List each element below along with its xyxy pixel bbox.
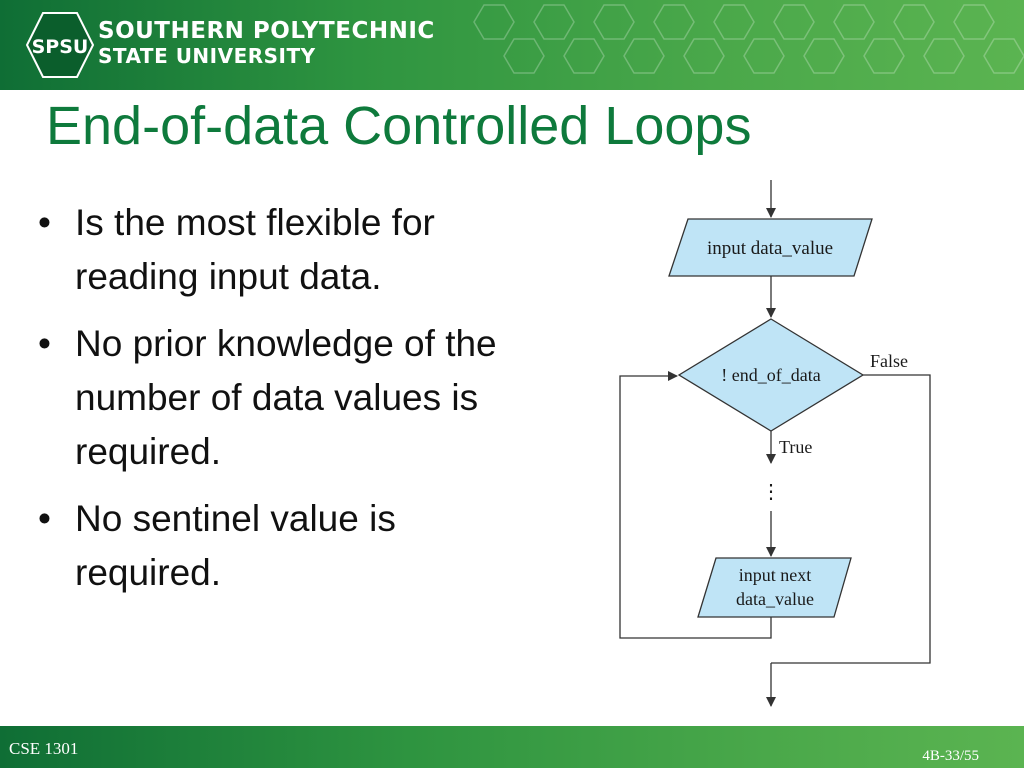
- bullet-item: • No sentinel value is required.: [36, 492, 536, 600]
- bullet-text: No sentinel value is required.: [75, 498, 396, 593]
- decision-label: ! end_of_data: [721, 365, 820, 385]
- bullet-text: No prior knowledge of the number of data…: [75, 323, 497, 472]
- bullet-dot-icon: •: [38, 202, 51, 243]
- logo-text: SPSU: [32, 36, 89, 58]
- loop-back-line: [619, 371, 772, 639]
- input-next-line2: data_value: [736, 589, 814, 609]
- hexagon-pattern: [473, 4, 1024, 74]
- input-next-line1: input next: [739, 565, 812, 585]
- bullet-list: • Is the most flexible for reading input…: [36, 196, 536, 613]
- bullet-item: • No prior knowledge of the number of da…: [36, 317, 536, 479]
- header-band: SPSU SOUTHERN POLYTECHNIC STATE UNIVERSI…: [0, 0, 1024, 90]
- university-name-line2: STATE UNIVERSITY: [98, 44, 316, 68]
- decision-diamond: ! end_of_data: [677, 318, 865, 432]
- bullet-dot-icon: •: [38, 323, 51, 364]
- university-name-line1: SOUTHERN POLYTECHNIC: [98, 18, 435, 44]
- spsu-logo: SPSU: [26, 12, 94, 78]
- input-data-label: input data_value: [707, 238, 833, 259]
- input-next-box: input next data_value: [697, 557, 852, 618]
- false-branch-line: [771, 374, 931, 664]
- footer-band: CSE 1301 4B-33/55: [0, 726, 1024, 768]
- course-label: CSE 1301: [9, 739, 79, 758]
- input-data-box: input data_value: [668, 218, 873, 277]
- false-label: False: [870, 351, 908, 371]
- slide-title: End-of-data Controlled Loops: [46, 96, 752, 156]
- true-label: True: [779, 437, 812, 457]
- slide-number: 4B-33/55: [922, 748, 979, 764]
- bullet-item: • Is the most flexible for reading input…: [36, 196, 536, 304]
- university-name: SOUTHERN POLYTECHNIC STATE UNIVERSITY: [98, 18, 435, 68]
- ellipsis-label: ⋮: [761, 481, 781, 503]
- bullet-text: Is the most flexible for reading input d…: [75, 202, 435, 297]
- bullet-dot-icon: •: [38, 498, 51, 539]
